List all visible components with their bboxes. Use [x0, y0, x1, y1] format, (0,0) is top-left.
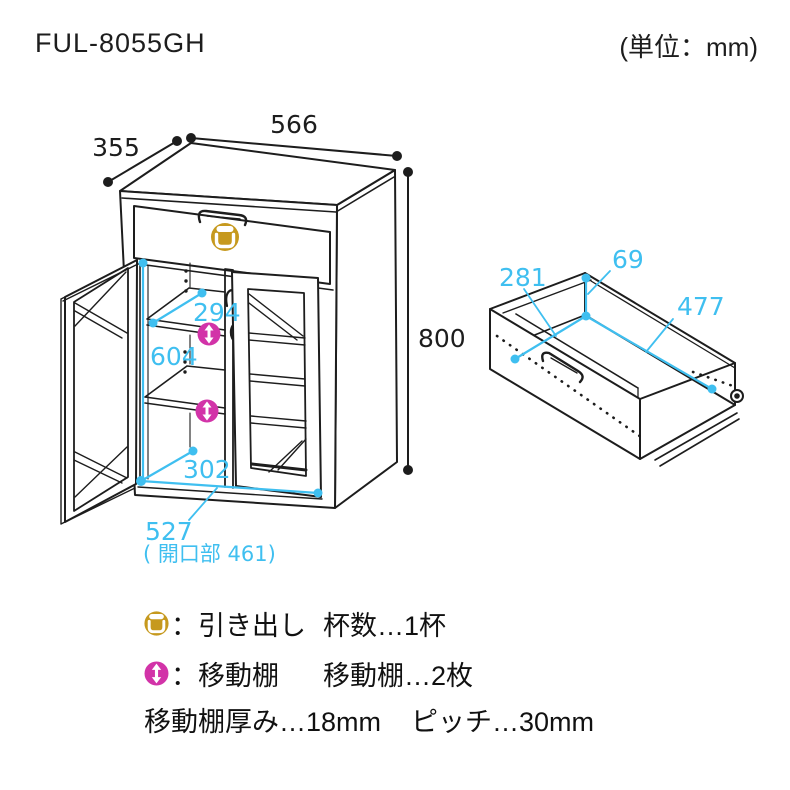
unit-note: (単位：mm) — [619, 32, 758, 62]
dim-shelf-width-label: 302 — [183, 455, 231, 484]
drawer-dimensions: 69 281 477 — [499, 245, 725, 394]
movable-shelf-icon — [197, 322, 221, 346]
dim-width-566: 566 — [186, 110, 402, 161]
drawer-slide-rail — [654, 389, 744, 467]
drawer-icon — [211, 223, 239, 251]
dim-inner-width-label: 527 — [145, 517, 193, 546]
cabinet-drawing — [60, 142, 398, 525]
shelf-lower — [144, 365, 226, 415]
dim-depth-label: 355 — [92, 133, 140, 162]
dim-drawer-height-label: 69 — [612, 245, 644, 274]
dim-shelf-width-302: 302 — [139, 446, 231, 484]
cabinet-right-door — [231, 271, 322, 498]
dim-drawer-depth-label: 281 — [499, 263, 547, 292]
legend-shelf-label: ：移動棚 — [171, 661, 279, 691]
legend-shelf-value: 移動棚…2枚 — [323, 661, 474, 691]
legend-drawer-row: ：引き出し 杯数…1杯 — [144, 604, 446, 643]
dim-drawer-width-477: 477 — [584, 292, 725, 394]
drawer-detail-handle — [541, 351, 584, 384]
dim-inner-height-label: 604 — [150, 342, 198, 371]
legend-shelf-pitch: ピッチ…30mm — [411, 707, 595, 737]
model-code: FUL-8055GH — [35, 28, 206, 58]
cabinet-left-door — [60, 259, 138, 525]
cabinet-drawer-handle — [197, 209, 248, 227]
dim-inner-width-527: 527 ( 開口部 461) — [136, 476, 323, 566]
dim-height-800: 800 — [403, 167, 466, 475]
legend-drawer-value: 杯数…1杯 — [323, 611, 447, 641]
shelf-upper — [146, 287, 226, 337]
legend-shelf-row: ：移動棚 移動棚…2枚 — [144, 654, 473, 693]
dim-width-label: 566 — [270, 110, 318, 139]
dim-height-label: 800 — [418, 324, 466, 353]
legend-shelf-thickness: 移動棚厚み…18mm — [144, 707, 382, 737]
cabinet-outer-dimensions: 355 566 800 — [92, 110, 466, 475]
dim-shelf-depth-label: 294 — [193, 298, 241, 327]
dim-shelf-depth-294: 294 — [148, 288, 241, 328]
movable-shelf-icon — [144, 661, 169, 686]
drawer-icon — [144, 611, 169, 636]
shelf-pin-holes — [183, 269, 188, 374]
dim-drawer-width-label: 477 — [677, 292, 725, 321]
legend-drawer-label: ：引き出し — [171, 611, 306, 641]
dim-inner-height-604: 604 — [138, 258, 198, 482]
movable-shelf-icon — [195, 399, 219, 423]
dim-drawer-depth-281: 281 — [499, 263, 588, 364]
legend-note-row: 移動棚厚み…18mm ピッチ…30mm — [144, 700, 594, 739]
dim-opening-label: ( 開口部 461) — [143, 542, 276, 566]
cabinet-inner-dimensions: 604 294 302 527 ( 開口部 461) — [136, 258, 323, 566]
dim-depth-355: 355 — [92, 133, 182, 187]
cabinet-side-face — [334, 169, 398, 509]
drawer-front-panel — [489, 308, 641, 460]
